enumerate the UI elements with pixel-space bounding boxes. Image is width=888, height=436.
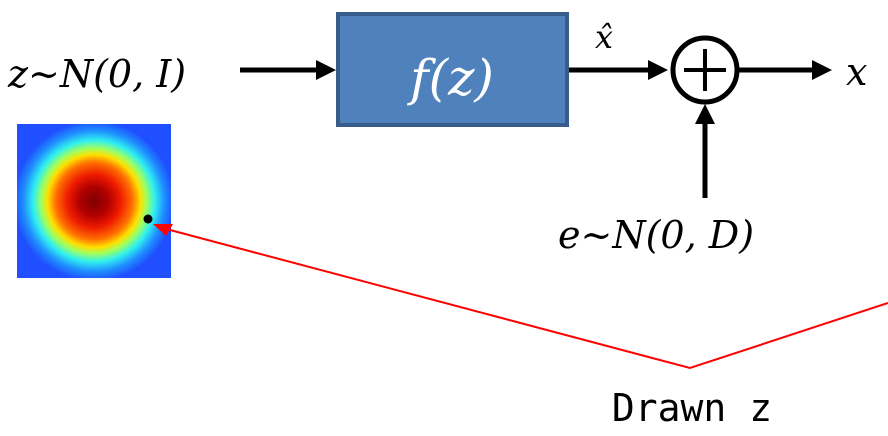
heatmap-image: [17, 124, 171, 278]
noise-distribution-label: e∼N(0, D): [558, 213, 754, 257]
summation-node: [673, 38, 737, 102]
input-distribution-label: z∼N(0, I): [7, 52, 186, 96]
arrow-noise-to-sum: [695, 104, 715, 198]
function-block: f(z): [338, 14, 567, 125]
sample-point: [144, 215, 153, 224]
pointer-line: [153, 224, 888, 368]
output-label: x: [846, 50, 867, 94]
arrow-sum-to-output: [738, 60, 832, 80]
gaussian-heatmap: [17, 124, 171, 278]
xhat-label: x̂: [595, 18, 613, 56]
arrow-input-to-function: [240, 60, 336, 80]
drawn-z-caption: Drawn z: [612, 386, 772, 430]
arrow-function-to-sum: [569, 60, 668, 80]
function-label: f(z): [406, 49, 494, 107]
